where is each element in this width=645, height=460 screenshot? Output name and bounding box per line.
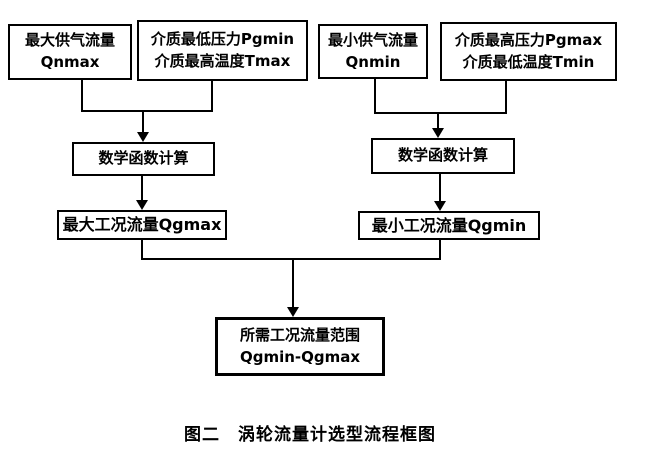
connector-line	[141, 176, 143, 201]
connector-line	[141, 258, 441, 260]
node-qgmin-label: 最小工况流量Qgmin	[371, 215, 527, 235]
connector-line	[141, 240, 143, 260]
connector-line	[437, 112, 439, 129]
node-result-range-line2: Qgmin-Qgmax	[239, 347, 361, 366]
node-qnmax-line2: Qnmax	[40, 53, 100, 71]
arrow-down-icon	[136, 200, 148, 210]
node-pgmax-tmin-line1: 介质最高压力Pgmax	[454, 30, 603, 49]
node-qnmin: 最小供气流量 Qnmin	[318, 24, 428, 79]
node-pgmax-tmin-line2: 介质最低温度Tmin	[462, 52, 595, 71]
node-result-range-line1: 所需工况流量范围	[239, 325, 360, 344]
node-qnmin-line1: 最小供气流量	[327, 30, 418, 49]
node-pgmin-tmax-line1: 介质最低压力Pgmin	[150, 29, 295, 48]
connector-line	[211, 81, 213, 110]
node-qgmax: 最大工况流量Qgmax	[57, 210, 227, 240]
connector-line	[81, 110, 213, 112]
connector-line	[505, 81, 507, 112]
connector-line	[439, 240, 441, 260]
node-math-calc-right-label: 数学函数计算	[397, 146, 488, 165]
connector-line	[81, 80, 83, 110]
node-qgmax-label: 最大工况流量Qgmax	[62, 215, 222, 235]
arrow-down-icon	[432, 128, 444, 138]
connector-line	[292, 258, 294, 308]
connector-line	[374, 79, 376, 112]
arrow-down-icon	[287, 307, 299, 317]
node-math-calc-left-label: 数学函数计算	[98, 149, 189, 168]
node-math-calc-left: 数学函数计算	[72, 142, 215, 176]
connector-line	[439, 174, 441, 202]
node-qnmax: 最大供气流量 Qnmax	[8, 24, 132, 80]
arrow-down-icon	[434, 201, 446, 211]
node-qnmax-line1: 最大供气流量	[24, 31, 115, 50]
node-pgmin-tmax-line2: 介质最高温度Tmax	[154, 51, 291, 70]
figure-caption: 图二 涡轮流量计选型流程框图	[184, 425, 436, 445]
connector-line	[374, 112, 507, 114]
connector-line	[142, 110, 144, 133]
node-result-range: 所需工况流量范围 Qgmin-Qgmax	[215, 317, 385, 376]
node-qnmin-line2: Qnmin	[345, 52, 401, 71]
node-pgmax-tmin: 介质最高压力Pgmax 介质最低温度Tmin	[440, 22, 617, 81]
node-pgmin-tmax: 介质最低压力Pgmin 介质最高温度Tmax	[137, 20, 308, 81]
node-math-calc-right: 数学函数计算	[371, 138, 515, 174]
arrow-down-icon	[137, 132, 149, 142]
node-qgmin: 最小工况流量Qgmin	[358, 211, 540, 240]
